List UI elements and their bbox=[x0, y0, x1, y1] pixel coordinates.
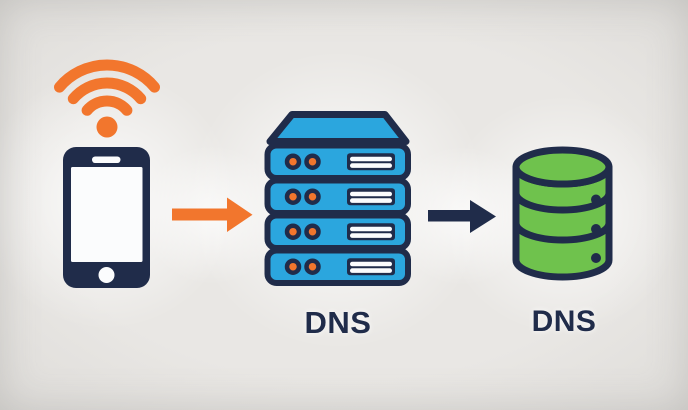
smartphone-icon bbox=[63, 147, 150, 288]
server-rack-unit bbox=[264, 142, 411, 181]
database-label: DNS bbox=[531, 305, 597, 338]
database-icon bbox=[512, 146, 613, 281]
server-stack-icon bbox=[264, 111, 411, 286]
arrow-right-navy-icon bbox=[428, 200, 496, 233]
arrow-right-orange-icon bbox=[172, 197, 253, 232]
server-rack-unit bbox=[264, 177, 411, 216]
server-rack-units bbox=[264, 142, 411, 286]
wifi-icon bbox=[54, 59, 160, 138]
server-label: DNS bbox=[304, 305, 372, 340]
server-rack-unit bbox=[264, 212, 411, 251]
server-rack-unit bbox=[264, 247, 411, 286]
